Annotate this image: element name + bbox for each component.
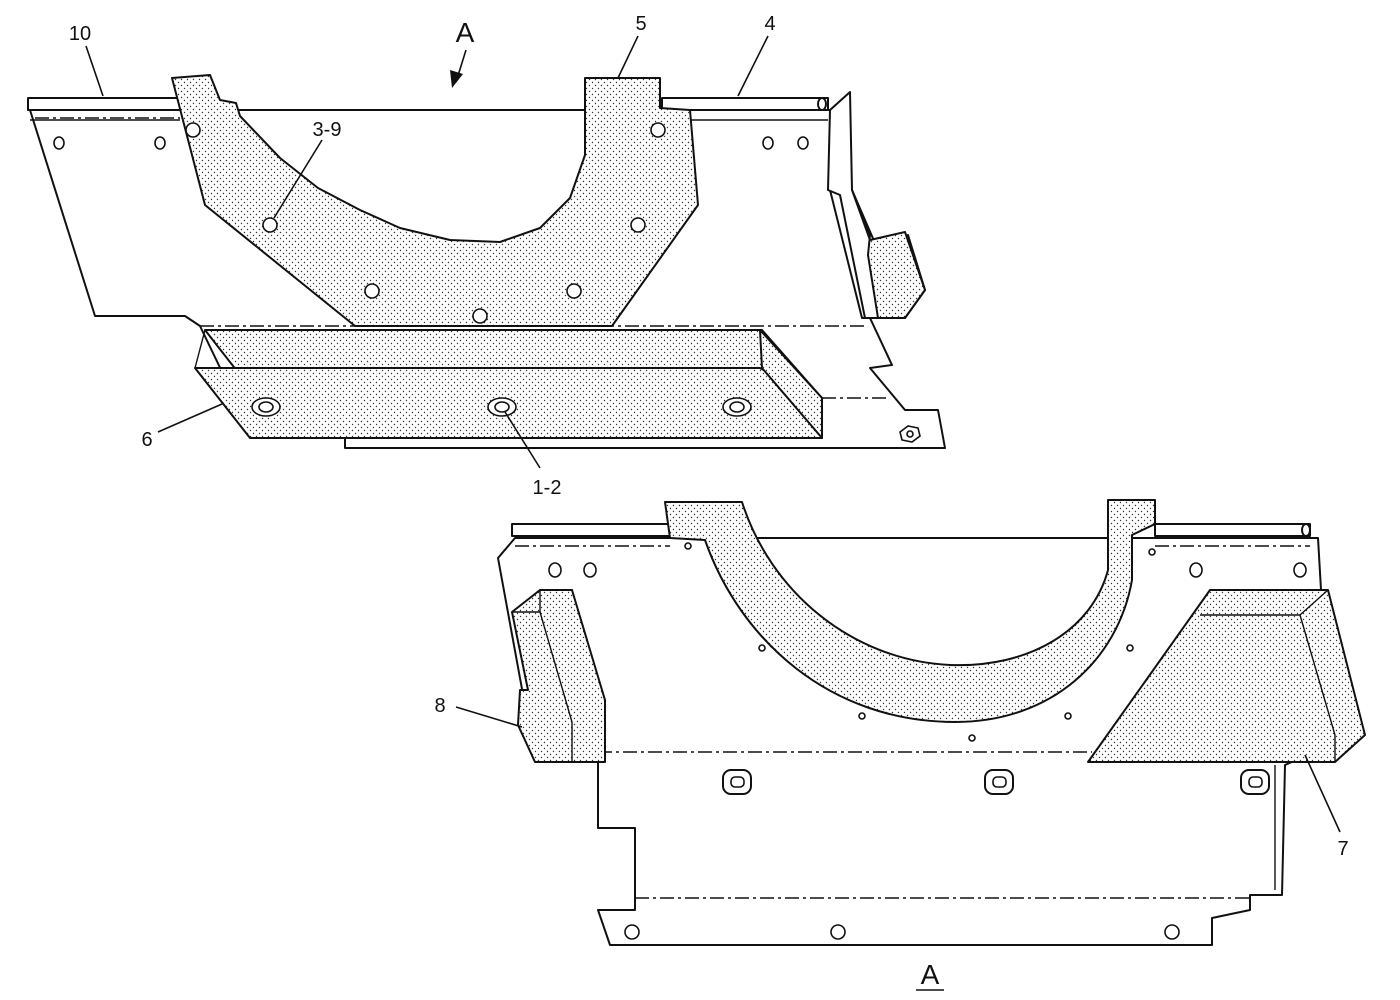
upper-rolled-edge-right (661, 97, 829, 111)
section-label-a: A (921, 959, 940, 990)
view-label-a: A (456, 17, 475, 48)
upper-rolled-edge-left (27, 97, 181, 111)
foam-block-7-edge (1200, 614, 1336, 762)
clips (722, 769, 1270, 795)
foam-block-7-corner (1299, 589, 1329, 616)
foam-pad-5 (171, 74, 699, 327)
arc-foam-pad (664, 499, 1156, 723)
callout-4: 4 (764, 13, 775, 35)
foam-block-6-edge (194, 329, 206, 369)
callout-7: 7 (1337, 838, 1348, 860)
view-arrow-a (450, 49, 467, 88)
upper-assembly (27, 49, 946, 449)
foam-block-8-front-edge (539, 611, 573, 762)
leader-lines (85, 35, 1341, 833)
rolled-edge-end (817, 97, 827, 111)
lower-rolled-edge-right (1154, 523, 1311, 537)
lower-assembly (497, 499, 1366, 946)
hex-nut-hole (906, 430, 914, 438)
foam-pad-5-holes (185, 122, 666, 324)
upper-right-foam-block (851, 189, 926, 319)
lower-rolled-edge-end (1301, 523, 1311, 537)
callout-8: 8 (434, 695, 445, 717)
callout-5: 5 (635, 13, 646, 35)
callout-1-2: 1-2 (533, 477, 562, 499)
upper-plate-holes (53, 136, 809, 150)
callout-3-9: 3-9 (313, 119, 342, 141)
studs-1-2 (251, 397, 752, 417)
lower-rolled-edge-left (511, 523, 671, 537)
callout-10: 10 (69, 23, 91, 45)
callout-6: 6 (141, 429, 152, 451)
lower-plate-holes (548, 542, 1307, 940)
foam-block-7 (1087, 589, 1366, 763)
foam-block-6-end (759, 329, 823, 439)
